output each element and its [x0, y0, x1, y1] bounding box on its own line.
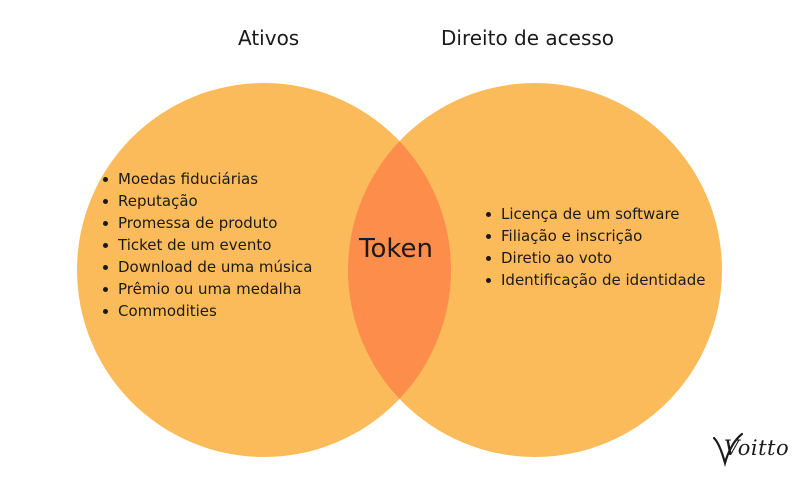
voitto-logo: Voitto [712, 432, 790, 468]
right-set-list: Licença de um software Filiação e inscri… [482, 203, 705, 291]
right-set-title: Direito de acesso [441, 26, 615, 50]
list-item: Prêmio ou uma medalha [99, 278, 312, 300]
logo-swoosh-icon [712, 432, 744, 468]
list-item: Licença de um software [482, 203, 705, 225]
list-item: Identificação de identidade [482, 269, 705, 291]
list-item: Download de uma música [99, 256, 312, 278]
list-item: Filiação e inscrição [482, 225, 705, 247]
logo-text: Voitto [724, 436, 790, 460]
intersection-label: Token [359, 234, 433, 264]
left-set-list: Moedas fiduciárias Reputação Promessa de… [99, 168, 312, 322]
list-item: Promessa de produto [99, 212, 312, 234]
left-circle [77, 83, 451, 457]
right-circle [348, 83, 722, 457]
list-item: Moedas fiduciárias [99, 168, 312, 190]
list-item: Reputação [99, 190, 312, 212]
left-set-title: Ativos [238, 26, 300, 50]
list-item: Diretio ao voto [482, 247, 705, 269]
list-item: Commodities [99, 300, 312, 322]
list-item: Ticket de um evento [99, 234, 312, 256]
